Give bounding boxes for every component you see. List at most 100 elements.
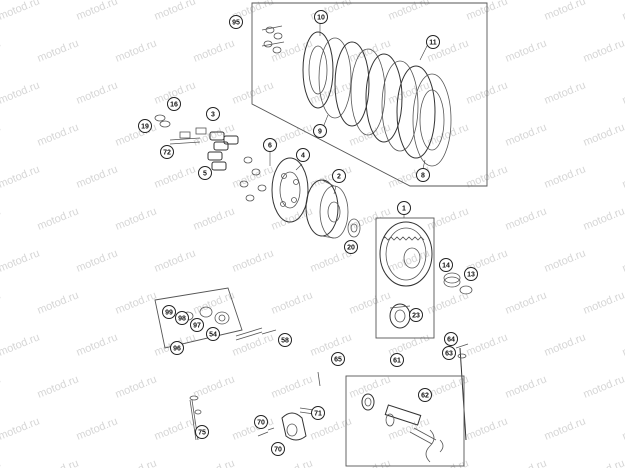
basket-gear-teeth [381,236,425,241]
watermark-text: motod.ru [621,331,625,358]
callout-number: 4 [301,153,305,160]
part-callout: 10 [314,10,328,24]
callout-number: 96 [173,346,181,353]
watermark-text: motod.ru [153,163,198,190]
watermark-text: motod.ru [114,289,159,316]
callout-number: 19 [141,124,149,131]
watermark-text: motod.ru [153,415,198,442]
watermark-text: motod.ru [231,79,276,106]
watermark-text: motod.ru [0,331,41,358]
callout-number: 3 [211,112,215,119]
watermark-text: motod.ru [192,205,237,232]
callout-number: 10 [317,15,325,22]
callout-number: 5 [203,171,207,178]
part-callout: 14 [439,258,453,272]
callout-number: 14 [442,263,450,270]
callout-circle [175,311,189,325]
part-callout: 19 [138,119,152,133]
clutch-springs [207,131,239,171]
callout-circle [271,442,285,456]
callout-circle [198,166,212,180]
watermark-text: motod.ru [465,415,510,442]
callout-circle [397,201,411,215]
watermark-text: motod.ru [543,415,588,442]
callout-circle [416,168,430,182]
part-callout: 54 [206,327,220,341]
callout-number: 20 [347,245,355,252]
part-callout: 9 [313,124,327,138]
callout-circle [296,148,310,162]
watermark-text: motod.ru [543,0,588,23]
watermark-text: motod.ru [504,205,549,232]
watermark-text: motod.ru [621,163,625,190]
callout-number: 9 [318,129,322,136]
part-callout: 70 [254,415,268,429]
part-callout: 16 [167,97,181,111]
callout-number: 71 [314,411,322,418]
callout-circle [263,138,277,152]
callout-circle [464,267,478,281]
callout-number: 1 [402,206,406,213]
watermark-text: motod.ru [348,37,393,64]
watermark-text: motod.ru [504,37,549,64]
callout-circle [138,119,152,133]
watermark-text: motod.ru [0,205,2,232]
watermark-text: motod.ru [621,0,625,23]
watermark-text: motod.ru [543,163,588,190]
watermark-text: motod.ru [621,247,625,274]
watermark-text: motod.ru [582,121,625,148]
callout-number: 8 [421,173,425,180]
watermark-text: motod.ru [192,37,237,64]
watermark-text: motod.ru [75,247,120,274]
shift-shaft [455,343,469,441]
watermark-text: motod.ru [0,79,41,106]
callout-circle [162,305,176,319]
pressure-plate-bolts [239,156,267,202]
watermark-text: motod.ru [36,121,81,148]
callout-circle [313,124,327,138]
watermark-text: motod.ru [0,37,2,64]
part-callout: 62 [418,388,432,402]
callout-circle [311,406,325,420]
callout-circle [331,352,345,366]
callout-number: 16 [170,102,178,109]
watermark-text: motod.ru [0,163,41,190]
watermark-text: motod.ru [309,331,354,358]
watermark-text: motod.ru [231,415,276,442]
watermark-text: motod.ru [75,79,120,106]
watermark-text: motod.ru [582,289,625,316]
watermark-text: motod.ru [0,415,41,442]
callout-number: 65 [334,357,342,364]
watermark-text: motod.ru [0,457,2,468]
watermark-text: motod.ru [543,79,588,106]
part-callout: 98 [175,311,189,325]
part-callout: 65 [331,352,345,366]
part-callout: 75 [195,425,209,439]
watermark-text: motod.ru [75,415,120,442]
watermark-text: motod.ru [0,289,2,316]
callout-circle [439,258,453,272]
watermark-text: motod.ru [0,121,2,148]
callout-circle [170,341,184,355]
watermark-text: motod.ru [36,457,81,468]
part-callout: 71 [311,406,325,420]
callout-circle [418,388,432,402]
callout-circle [229,15,243,29]
watermark-text: motod.ru [543,331,588,358]
callout-number: 70 [257,420,265,427]
callout-number: 98 [178,316,186,323]
watermark-text: motod.ru [504,373,549,400]
thrust-washer [347,218,361,238]
part-callout: 13 [464,267,478,281]
callout-number: 95 [232,20,240,27]
part-callout: 1 [397,201,411,215]
callout-number: 58 [281,338,289,345]
clutch-plate-pack-group [251,2,488,187]
part-callout: 5 [198,166,212,180]
part-callout: 58 [278,333,292,347]
watermark-text: motod.ru [231,247,276,274]
watermark-text: motod.ru [504,121,549,148]
watermark-text: motod.ru [75,163,120,190]
part-callout: 20 [344,240,358,254]
